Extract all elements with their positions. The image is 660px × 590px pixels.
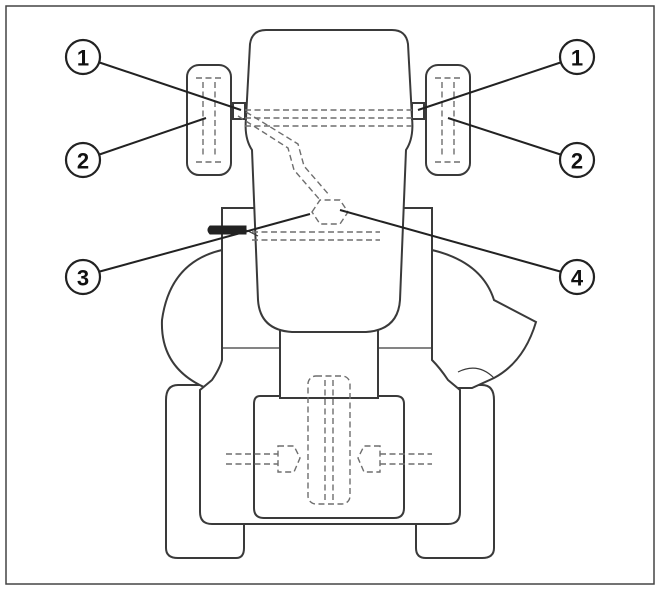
right-steering-knuckle (411, 102, 425, 120)
left-front-wheel (186, 64, 232, 176)
center-housing-hidden (307, 375, 351, 505)
leader-line-right-2 (447, 117, 563, 156)
right-fender (431, 248, 538, 389)
callout-left-3-label: 3 (77, 266, 89, 291)
callout-left-2: 2 (64, 141, 102, 179)
leader-line-right-1 (417, 61, 563, 111)
leader-line-left-3 (97, 213, 311, 273)
driveshaft-hidden-lines (324, 380, 334, 500)
left-differential-hidden (277, 445, 301, 473)
callout-right-4-label: 4 (571, 266, 584, 291)
right-front-wheel (425, 64, 471, 176)
callout-right-2-label: 2 (571, 149, 583, 174)
leader-line-right-4 (339, 209, 563, 273)
left-fender (160, 248, 223, 389)
engine-hood (244, 29, 414, 333)
figure-frame (5, 5, 655, 585)
right-front-wheel-hidden-lines (435, 77, 461, 163)
steering-gear-hidden (311, 199, 349, 225)
left-steering-knuckle (232, 102, 246, 120)
callout-left-1: 1 (64, 38, 102, 76)
lower-frame-hidden-lines (252, 231, 380, 241)
callout-right-1: 1 (558, 38, 596, 76)
leader-line-left-1 (97, 61, 242, 111)
drag-link-hidden-line-b (245, 111, 331, 197)
callout-left-2-label: 2 (77, 149, 89, 174)
callout-right-4: 4 (558, 258, 596, 296)
callout-right-1-label: 1 (571, 46, 583, 71)
callout-right-2: 2 (558, 141, 596, 179)
right-fender-lip (457, 367, 495, 379)
leader-line-left-2 (97, 117, 207, 156)
callout-left-3: 3 (64, 258, 102, 296)
right-differential-hidden (357, 445, 381, 473)
callout-left-1-label: 1 (77, 46, 89, 71)
rear-axle-housing (253, 395, 405, 519)
drag-link-hidden-line-a (237, 115, 321, 201)
left-front-wheel-hidden-lines (196, 77, 222, 163)
